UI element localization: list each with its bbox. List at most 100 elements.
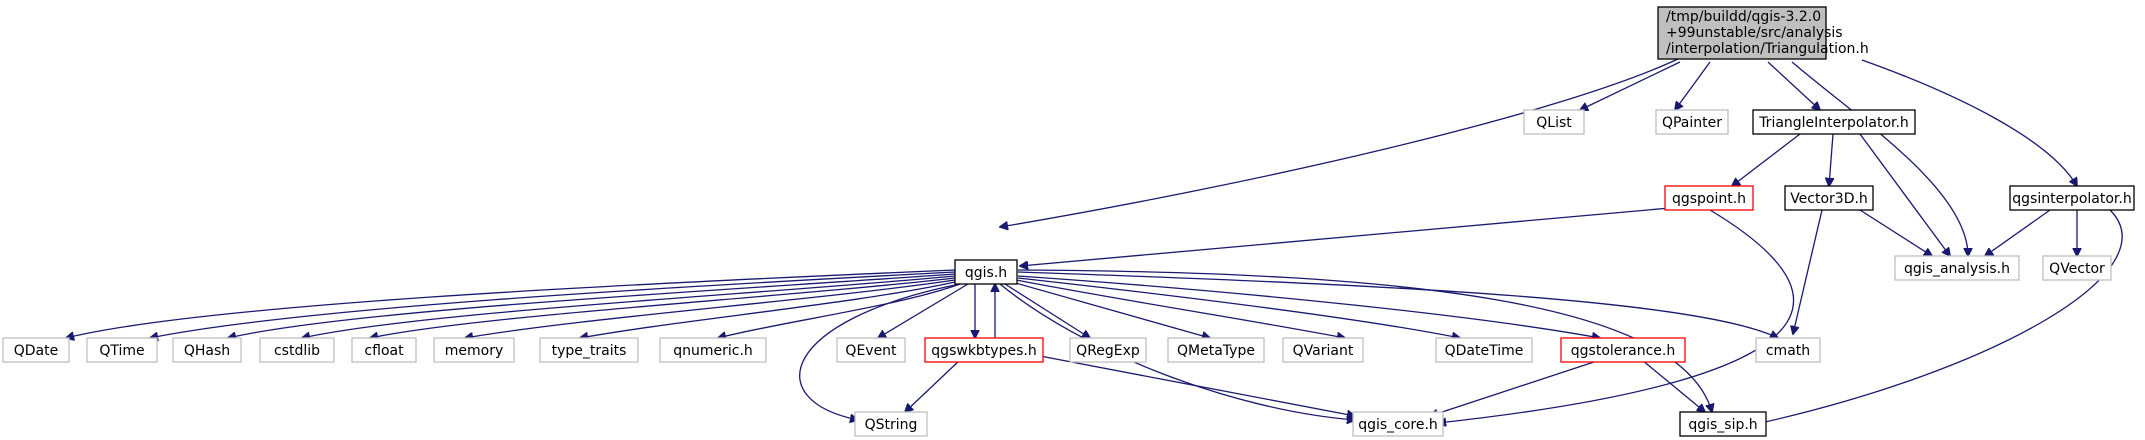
node-cmath: cmath: [1755, 337, 1821, 363]
edge-qgis-to-memory: [465, 279, 956, 338]
edge-vector3d-to-cmath: [1793, 209, 1823, 334]
svg-text:QString: QString: [865, 417, 918, 433]
svg-text:qgspoint.h: qgspoint.h: [1672, 191, 1746, 207]
edge-qgis-to-qdatetime: [1017, 277, 1460, 338]
edge-root-to-qgis-analysis: [1791, 61, 1968, 256]
svg-text:QMetaType: QMetaType: [1177, 343, 1255, 359]
edge-root-to-qgis: [1000, 57, 1681, 227]
edge-triangleinterpolator-to-qgis-analysis: [1859, 133, 1950, 256]
svg-text:type_traits: type_traits: [552, 343, 627, 359]
node-triangleinterpolator[interactable]: TriangleInterpolator.h: [1752, 109, 1916, 135]
edge-qgis-to-qtime: [150, 271, 956, 338]
edge-triangleinterpolator-to-vector3d: [1829, 133, 1833, 186]
edge-qgspoint-to-qgis: [1020, 207, 1671, 266]
node-vector3d[interactable]: Vector3D.h: [1784, 185, 1874, 211]
svg-text:QEvent: QEvent: [845, 343, 897, 359]
edge-qgis-to-qgis-core: [999, 283, 1355, 420]
edge-qgis-to-qstring: [799, 283, 961, 420]
svg-text:cmath: cmath: [1766, 343, 1810, 359]
nodes: /tmp/buildd/qgis-3.2.0 +99unstable/src/a…: [2, 6, 2135, 437]
edge-root-to-qlist: [1580, 61, 1681, 110]
svg-text:QVariant: QVariant: [1293, 343, 1354, 359]
svg-text:QTime: QTime: [99, 343, 144, 359]
edge-qgis-to-qnumeric: [718, 283, 961, 338]
svg-text:TriangleInterpolator.h: TriangleInterpolator.h: [1758, 115, 1909, 131]
svg-text:qgis.h: qgis.h: [965, 265, 1007, 281]
svg-text:qnumeric.h: qnumeric.h: [673, 343, 753, 359]
edge-qgis-to-cstdlib: [302, 275, 956, 338]
edge-qgis-to-cmath: [1017, 271, 1778, 338]
svg-text:QVector: QVector: [2049, 261, 2105, 277]
edge-qgis-to-qvariant: [1015, 279, 1345, 338]
node-qgstolerance[interactable]: qgstolerance.h: [1560, 337, 1686, 363]
edge-qgstolerance-to-qgis-sip: [1641, 359, 1705, 412]
node-qdate: QDate: [2, 337, 70, 363]
svg-text:cstdlib: cstdlib: [274, 343, 320, 359]
node-qdatetime: QDateTime: [1435, 337, 1533, 363]
svg-text:QRegExp: QRegExp: [1076, 343, 1140, 359]
svg-text:QHash: QHash: [184, 343, 230, 359]
node-qgis-core: qgis_core.h: [1352, 411, 1444, 437]
edge-qgis-to-qgstolerance: [1017, 275, 1600, 338]
node-qgswkbtypes[interactable]: qgswkbtypes.h: [924, 337, 1044, 363]
edge-qgis-to-qhash: [228, 273, 956, 338]
svg-text:Vector3D.h: Vector3D.h: [1790, 191, 1868, 207]
edge-qgis-to-qdate: [66, 269, 956, 338]
svg-text:qgswkbtypes.h: qgswkbtypes.h: [931, 343, 1036, 359]
node-qvector: QVector: [2042, 255, 2112, 281]
edge-root-to-qgsinterpolator: [1861, 59, 2077, 186]
edge-qgis-to-type-traits: [580, 281, 956, 338]
root-line-1: /tmp/buildd/qgis-3.2.0: [1666, 9, 1821, 25]
edge-qgis-to-cfloat: [370, 277, 956, 338]
node-cstdlib: cstdlib: [259, 337, 335, 363]
svg-text:QDateTime: QDateTime: [1445, 343, 1524, 359]
node-qgis-sip[interactable]: qgis_sip.h: [1679, 411, 1767, 437]
svg-text:qgis_analysis.h: qgis_analysis.h: [1904, 261, 2010, 277]
svg-text:QPainter: QPainter: [1662, 115, 1722, 131]
edges: [66, 57, 2123, 425]
node-qmetatype: QMetaType: [1167, 337, 1265, 363]
node-qgis[interactable]: qgis.h: [954, 259, 1018, 285]
edge-qgsinterpolator-to-qgis-sip: [1752, 209, 2123, 425]
node-type-traits: type_traits: [539, 337, 639, 363]
edge-qgsinterpolator-to-qgis-analysis: [1985, 209, 2051, 256]
node-qregexp: QRegExp: [1069, 337, 1147, 363]
svg-text:qgstolerance.h: qgstolerance.h: [1571, 343, 1675, 359]
node-qhash: QHash: [172, 337, 242, 363]
edge-root-to-triangleinterpolator: [1767, 61, 1820, 110]
edge-qgis-to-qregexp: [1004, 283, 1090, 338]
svg-text:qgsinterpolator.h: qgsinterpolator.h: [2012, 191, 2131, 207]
node-qlist: QList: [1523, 109, 1585, 135]
node-qgsinterpolator[interactable]: qgsinterpolator.h: [2009, 185, 2135, 211]
edge-root-to-qpainter: [1675, 61, 1711, 110]
edge-qgswkbtypes-to-qgis-core: [1039, 355, 1355, 416]
edge-qgstolerance-to-qgis-core: [1430, 359, 1601, 416]
edge-triangleinterpolator-to-qgspoint: [1732, 133, 1801, 186]
node-cfloat: cfloat: [351, 337, 417, 363]
node-qpainter: QPainter: [1655, 109, 1729, 135]
edge-qgis-to-qgis-sip: [1017, 269, 1712, 412]
node-qstring: QString: [854, 411, 928, 437]
edge-vector3d-to-qgis-analysis: [1859, 209, 1932, 256]
svg-text:memory: memory: [445, 343, 504, 359]
node-qevent: QEvent: [836, 337, 906, 363]
edge-qgis-to-qmetatype: [1011, 281, 1210, 338]
root-line-2: +99unstable/src/analysis: [1666, 25, 1843, 41]
svg-text:QDate: QDate: [14, 343, 58, 359]
edge-qgis-to-qevent: [878, 283, 969, 338]
svg-text:QList: QList: [1536, 115, 1572, 131]
node-qnumeric: qnumeric.h: [659, 337, 767, 363]
svg-text:qgis_sip.h: qgis_sip.h: [1688, 417, 1757, 433]
node-qgspoint[interactable]: qgspoint.h: [1664, 185, 1754, 211]
node-qtime: QTime: [86, 337, 158, 363]
node-qgis-analysis: qgis_analysis.h: [1894, 255, 2020, 281]
edge-qgspoint-to-qgis-core: [1438, 209, 1795, 423]
svg-text:cfloat: cfloat: [364, 343, 404, 359]
svg-text:qgis_core.h: qgis_core.h: [1358, 417, 1438, 433]
root-line-3: /interpolation/Triangulation.h: [1666, 41, 1869, 57]
node-memory: memory: [433, 337, 515, 363]
node-root[interactable]: /tmp/buildd/qgis-3.2.0 +99unstable/src/a…: [1657, 6, 1869, 60]
node-qvariant: QVariant: [1282, 337, 1364, 363]
edge-qgswkbtypes-to-qstring: [905, 359, 961, 412]
